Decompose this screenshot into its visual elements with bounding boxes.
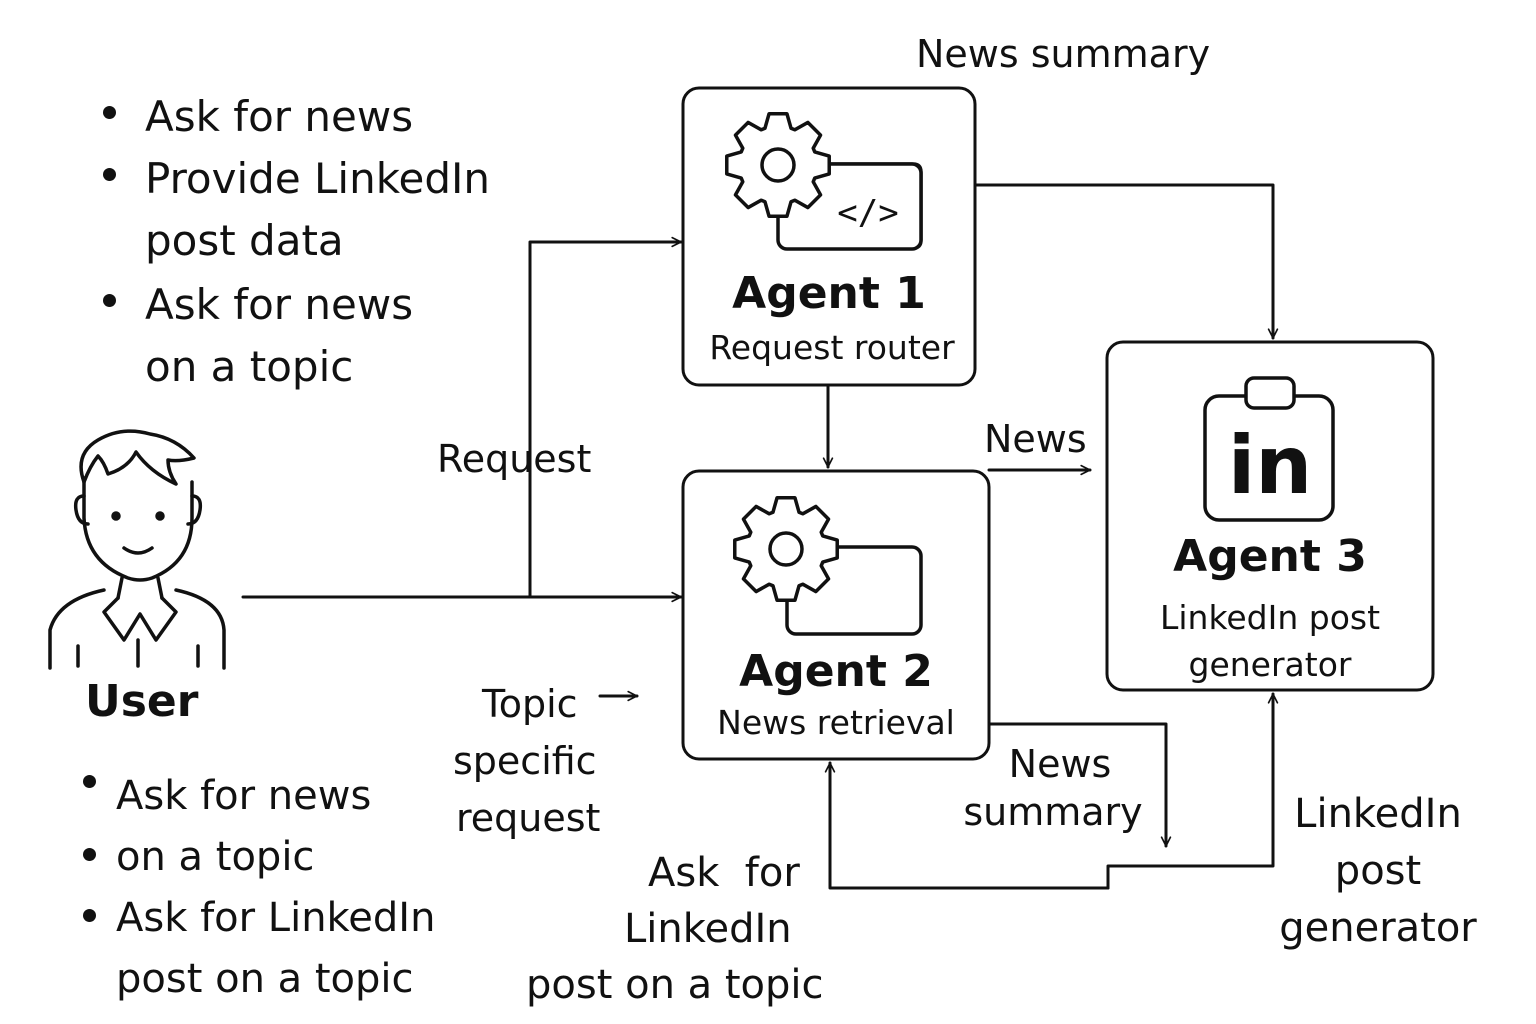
actions-item-3-line-1: Ask for LinkedIn (116, 895, 436, 941)
edge-loop-to-agent2 (824, 761, 1110, 890)
bullet-icon (83, 848, 96, 861)
ask-linkedin-line-1: Ask for (648, 850, 800, 896)
label-ask-linkedin: Ask for LinkedIn post on a topic (526, 845, 836, 1013)
bullet-icon (83, 775, 96, 788)
actions-item-3-line-2: post on a topic (116, 956, 414, 1002)
agent3-subtitle-line-2: generator (1188, 645, 1352, 684)
gear-hole (760, 147, 796, 183)
actions-item-2-line-1: on a topic (116, 834, 315, 880)
user-label: User (85, 676, 199, 727)
linkedin-gen-line-2: post (1334, 848, 1422, 894)
news-summary-line-1: News (1008, 742, 1112, 786)
label-news-summary-bottom: News summary (950, 740, 1156, 836)
topic-line-3: request (456, 796, 601, 840)
edge-request-to-agent1 (528, 236, 683, 599)
user-avatar-icon (48, 429, 226, 670)
label-topic-specific-request: Topic specific request (440, 676, 630, 847)
needs-item-3-line-1: Ask for news (145, 280, 414, 329)
code-glyph: </> (837, 193, 898, 233)
ask-linkedin-line-2: LinkedIn (624, 906, 792, 952)
bullet-icon (103, 168, 116, 181)
news-summary-line-2: summary (963, 790, 1143, 834)
gear-hole (768, 531, 804, 567)
label-linkedin-post-generator: LinkedIn post generator (1270, 786, 1486, 957)
linkedin-gen-line-3: generator (1279, 905, 1477, 951)
agent1-title: Agent 1 (732, 268, 926, 319)
topic-line-1: Topic (482, 682, 578, 726)
agent1-subtitle: Request router (709, 328, 955, 367)
gear-code-icon: </> (725, 112, 923, 251)
label-request: Request (437, 437, 592, 481)
connectors (241, 183, 1279, 890)
topic-line-2: specific (453, 739, 597, 783)
linkedin-logo-text: in (1228, 419, 1312, 512)
ask-linkedin-line-3: post on a topic (526, 962, 824, 1008)
needs-item-1-line-1: Ask for news (145, 92, 414, 141)
actions-item-1-line-1: Ask for news (116, 773, 372, 819)
needs-item-2-line-2: post data (145, 216, 344, 265)
bullet-icon (103, 294, 116, 307)
gear-window-icon (733, 496, 923, 636)
agent3-title: Agent 3 (1173, 531, 1367, 582)
edge-agent2-news-summary (987, 722, 1172, 848)
agent3-subtitle-line-1: LinkedIn post (1159, 598, 1381, 637)
linkedin-icon: in (1203, 376, 1335, 522)
bullet-icon (103, 106, 116, 119)
needs-item-2-line-1: Provide LinkedIn (145, 154, 491, 203)
label-news-summary-top: News summary (916, 32, 1211, 76)
agent2-subtitle: News retrieval (717, 703, 955, 742)
agent2-title: Agent 2 (739, 646, 933, 697)
linkedin-gen-line-1: LinkedIn (1294, 791, 1462, 837)
label-news: News (984, 417, 1087, 461)
agent3-subtitle: LinkedIn post generator (1107, 594, 1433, 688)
edge-loop-to-agent3 (1106, 692, 1279, 890)
needs-item-3-line-2: on a topic (145, 342, 354, 391)
bullet-icon (83, 909, 96, 922)
edge-agent1-to-agent3 (974, 183, 1279, 340)
